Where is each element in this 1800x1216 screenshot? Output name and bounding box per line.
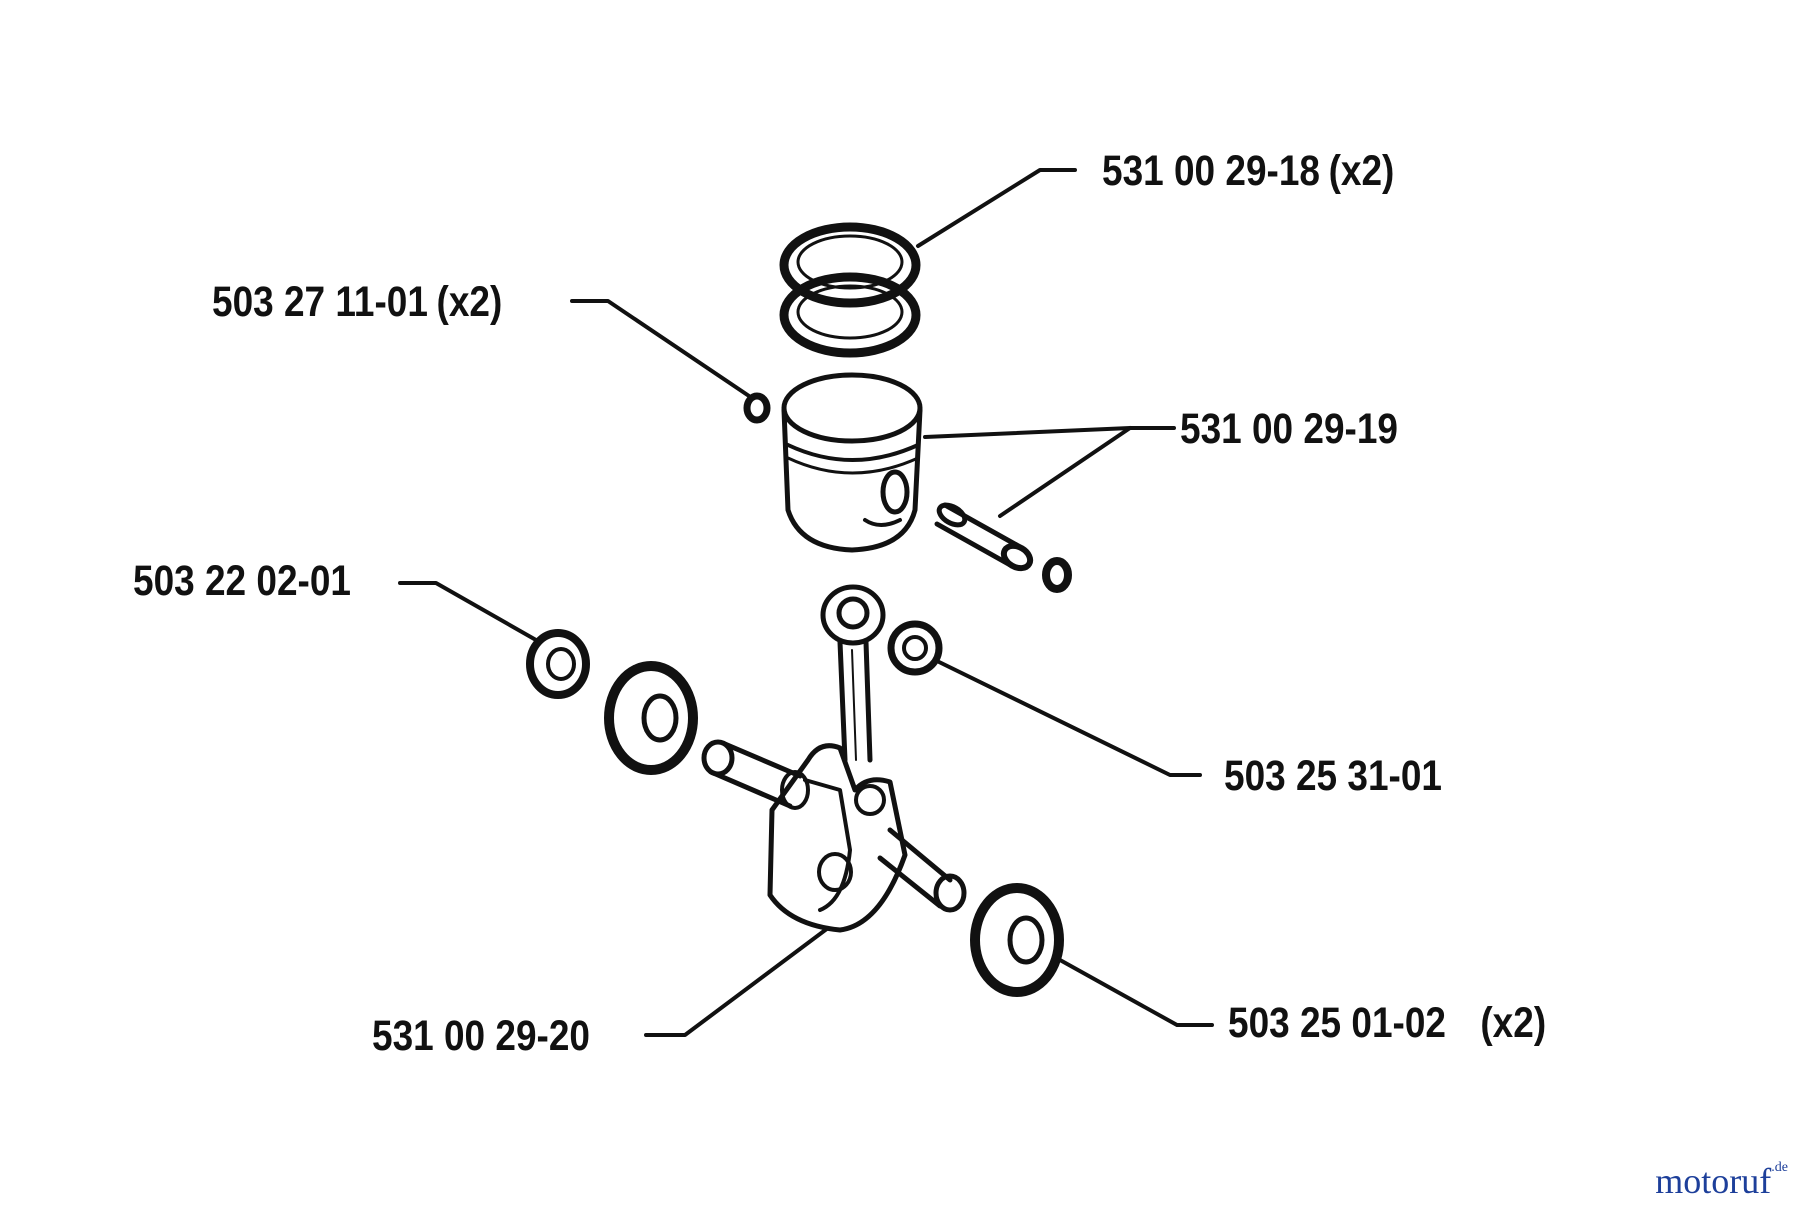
part-number: 503 27 11-01 bbox=[212, 278, 428, 326]
leader-line-seal bbox=[398, 581, 538, 642]
ball-bearing-right-drawing bbox=[970, 883, 1064, 997]
leader-lines bbox=[398, 168, 1214, 1037]
connecting-rod-drawing bbox=[820, 584, 886, 763]
part-label-piston: 531 00 29-19 bbox=[1180, 408, 1398, 451]
part-label-ball-bearing: 503 25 01-02 (x2) bbox=[1228, 1002, 1546, 1045]
part-number: 503 22 02-01 bbox=[133, 557, 351, 605]
part-number: 531 00 29-18 bbox=[1102, 147, 1320, 195]
piston-drawing bbox=[781, 372, 923, 553]
piston-pin-drawing bbox=[934, 502, 1034, 572]
part-label-crankshaft: 531 00 29-20 bbox=[372, 1015, 590, 1058]
seal-left-drawing bbox=[526, 629, 590, 699]
leader-line-piston bbox=[923, 426, 1176, 439]
leader-line-circlip bbox=[570, 299, 754, 400]
part-label-seal: 503 22 02-01 bbox=[133, 560, 351, 603]
part-quantity: (x2) bbox=[1480, 999, 1547, 1047]
part-quantity: (x2) bbox=[1328, 147, 1395, 195]
crankshaft-drawing bbox=[701, 739, 967, 933]
part-label-piston-ring: 531 00 29-18(x2) bbox=[1102, 150, 1394, 193]
ball-bearing-left-drawing bbox=[604, 661, 698, 775]
circlip-top-drawing bbox=[743, 392, 771, 424]
leader-line-piston-pin bbox=[998, 426, 1132, 518]
part-number: 531 00 29-20 bbox=[372, 1012, 590, 1060]
part-number: 503 25 31-01 bbox=[1224, 752, 1442, 800]
watermark-logo: motoruf.de bbox=[1655, 1160, 1788, 1202]
piston-rings-drawing bbox=[779, 222, 921, 358]
leader-line-ball-bearing bbox=[1058, 958, 1214, 1027]
circlip-bottom-drawing bbox=[1042, 557, 1072, 593]
watermark-brand: motoruf bbox=[1655, 1161, 1772, 1201]
part-label-needle-bearing: 503 25 31-01 bbox=[1224, 755, 1442, 798]
leader-line-crankshaft bbox=[644, 926, 830, 1037]
part-number: 531 00 29-19 bbox=[1180, 405, 1398, 453]
needle-bearing-drawing bbox=[887, 620, 943, 676]
part-label-circlip: 503 27 11-01(x2) bbox=[212, 281, 502, 324]
part-quantity: (x2) bbox=[436, 278, 503, 326]
leader-line-piston-ring bbox=[916, 168, 1077, 248]
part-number: 503 25 01-02 bbox=[1228, 999, 1446, 1047]
leader-line-needle-bearing bbox=[933, 658, 1202, 777]
watermark-tld: .de bbox=[1771, 1160, 1788, 1175]
